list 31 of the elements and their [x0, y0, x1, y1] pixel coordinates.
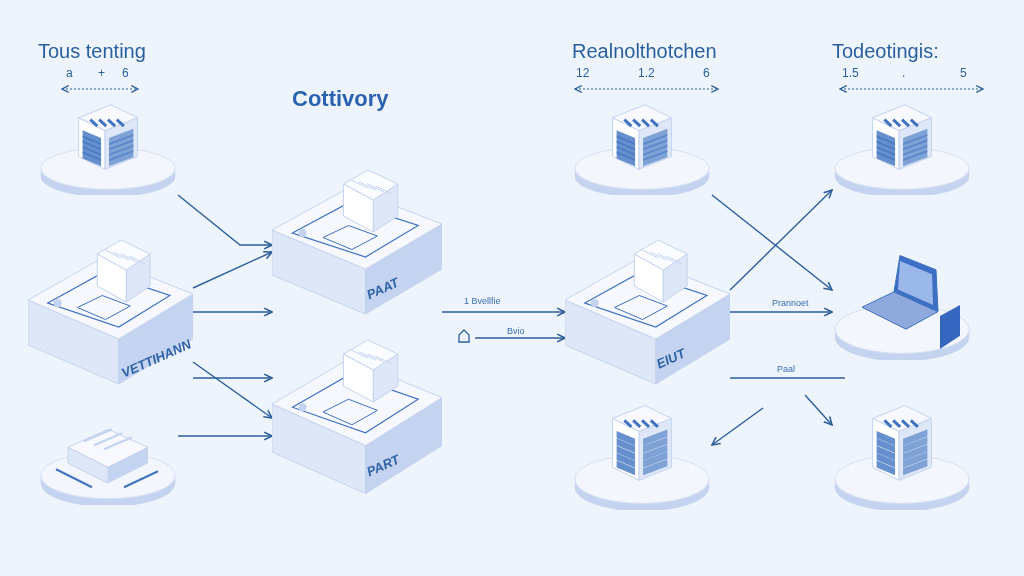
block-label: EIUT [654, 345, 688, 372]
arrow [711, 407, 764, 446]
group-heading: Tous tenting [38, 40, 146, 63]
arrow [711, 194, 833, 291]
arrow [192, 373, 273, 383]
arrow [804, 394, 833, 426]
edge-label: 1 Bvellfie [462, 296, 503, 306]
arrow [192, 250, 273, 289]
arrow [192, 361, 273, 419]
group-heading: Todeotingis: [832, 40, 939, 63]
dimension-value: a [66, 66, 73, 80]
arrow [177, 194, 273, 250]
arrow [192, 307, 273, 317]
arrow [441, 307, 566, 317]
arrow [177, 431, 273, 441]
arrow [474, 333, 566, 343]
dimension-value: + [98, 66, 105, 80]
group-heading: Realnolthotchen [572, 40, 717, 63]
arrow [729, 307, 833, 317]
dimension-value: 12 [576, 66, 590, 80]
arrow [729, 189, 833, 291]
edge-label: Bvio [505, 326, 527, 336]
edge-label: Paal [775, 364, 797, 374]
dimension-value: 5 [960, 66, 967, 80]
dimension-value: 1.5 [842, 66, 859, 80]
edge-label: Prannoet [770, 298, 811, 308]
dimension-value: 1.2 [638, 66, 655, 80]
diagram-title: Cottivory [292, 86, 389, 112]
dimension-value: 6 [122, 66, 129, 80]
dimension-value: 6 [703, 66, 710, 80]
dimension-value: . [902, 66, 906, 80]
